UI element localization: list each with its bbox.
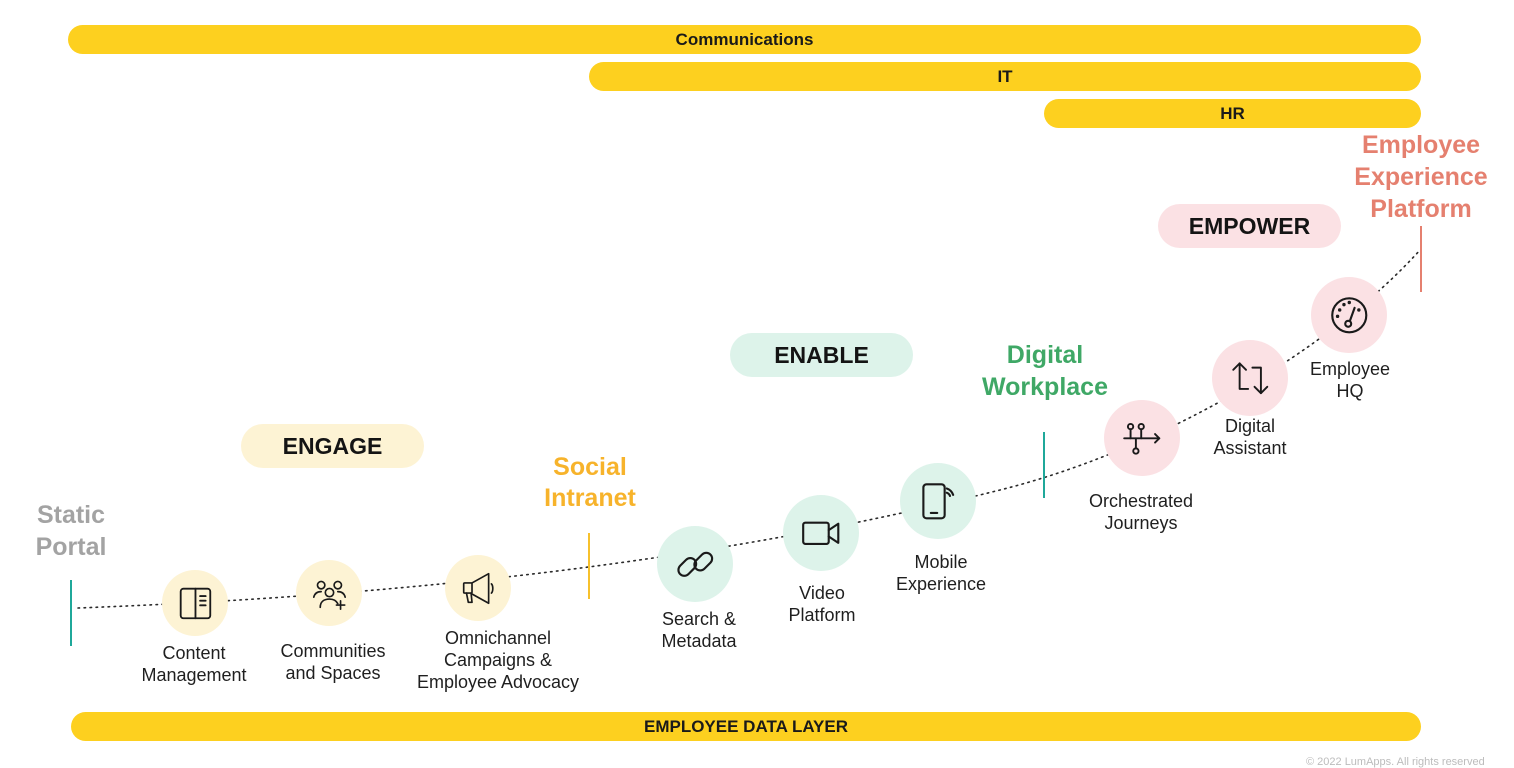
label-mobile-experience: Mobile Experience [895,552,987,594]
label-orchestrated-journeys: Orchestrated Journeys [1088,491,1194,533]
tick-static-portal [70,580,72,646]
stage-social-intranet: Social Intranet [544,453,636,512]
megaphone-icon [445,555,511,621]
stage-digital-workplace: Digital Workplace [982,341,1108,401]
journey-flow-icon [1104,400,1180,476]
link-icon [657,526,733,602]
tick-employee-experience-platform [1420,226,1422,292]
label-video-platform: Video Platform [788,583,856,625]
label-employee-hq: Employee HQ [1309,359,1391,401]
communities-icon [296,560,362,626]
employee-data-layer-bar: EMPLOYEE DATA LAYER [71,712,1421,741]
stage-static-portal: Static Portal [35,501,107,561]
stage-employee-experience-platform: Employee Experience Platform [1354,131,1488,223]
dashboard-gauge-icon [1311,277,1387,353]
swap-arrows-icon [1212,340,1288,416]
label-content-management: Content Management [141,643,247,685]
mobile-icon [900,463,976,539]
video-camera-icon [783,495,859,571]
phase-empower: EMPOWER [1158,204,1341,248]
communications-bar: Communications [68,25,1421,54]
copyright-text: © 2022 LumApps. All rights reserved [1306,756,1485,768]
phase-engage: ENGAGE [241,424,424,468]
phase-enable: ENABLE [730,333,913,377]
label-digital-assistant: Digital Assistant [1213,416,1287,458]
label-communities-spaces: Communities and Spaces [280,641,386,683]
tick-digital-workplace [1043,432,1045,498]
it-bar: IT [589,62,1421,91]
tick-social-intranet [588,533,590,599]
label-search-metadata: Search & Metadata [661,609,737,651]
hr-bar: HR [1044,99,1421,128]
content-management-icon [162,570,228,636]
label-omnichannel: Omnichannel Campaigns & Employee Advocac… [416,628,580,692]
